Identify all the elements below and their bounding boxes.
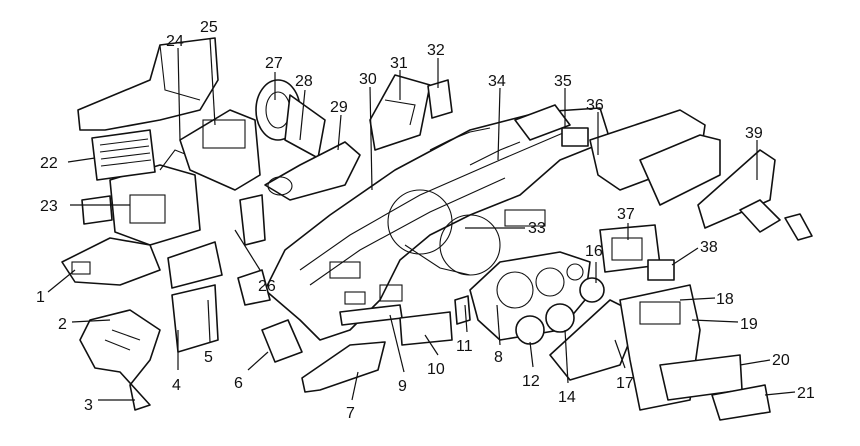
callout-12: 12 — [522, 373, 540, 390]
callout-34: 34 — [488, 73, 506, 90]
callout-17: 17 — [616, 375, 634, 392]
heater-core — [91, 129, 156, 181]
callout-22: 22 — [40, 155, 58, 172]
upper-trim-36 — [589, 109, 721, 206]
cover-6 — [261, 319, 303, 363]
callout-29: 29 — [330, 99, 348, 116]
blower-motor — [255, 79, 326, 159]
callout-6: 6 — [234, 375, 243, 392]
callout-8: 8 — [494, 349, 503, 366]
lower-duct — [79, 309, 161, 411]
callout-18: 18 — [716, 291, 734, 308]
callout-37: 37 — [617, 206, 635, 223]
callout-labels: 1 2 3 4 5 6 7 8 9 10 11 12 14 16 17 18 1… — [36, 19, 815, 422]
callout-1: 1 — [36, 289, 45, 306]
center-console — [619, 284, 771, 421]
callout-19: 19 — [740, 316, 758, 333]
callout-23: 23 — [40, 198, 58, 215]
callout-7: 7 — [346, 405, 355, 422]
callout-33: 33 — [528, 220, 546, 237]
panel-5 — [167, 241, 223, 289]
callout-16: 16 — [585, 243, 603, 260]
gauge-14 — [545, 303, 575, 333]
switch-38 — [647, 259, 675, 281]
callout-14: 14 — [558, 389, 576, 406]
callout-31: 31 — [390, 55, 408, 72]
callout-10: 10 — [427, 361, 445, 378]
callout-38: 38 — [700, 239, 718, 256]
center-vent-duct — [264, 141, 361, 201]
panel-4 — [171, 284, 219, 353]
callout-30: 30 — [359, 71, 377, 88]
callout-21: 21 — [797, 385, 815, 402]
callout-2: 2 — [58, 316, 67, 333]
upper-blower-housing — [77, 37, 261, 191]
callout-3: 3 — [84, 397, 93, 414]
callout-20: 20 — [772, 352, 790, 369]
callout-32: 32 — [427, 42, 445, 59]
callout-24: 24 — [166, 33, 184, 50]
side-vent — [514, 104, 589, 147]
gauge-12 — [515, 315, 545, 345]
center-bracket — [369, 74, 431, 151]
callout-28: 28 — [295, 73, 313, 90]
gauge-16 — [579, 277, 605, 303]
callout-5: 5 — [204, 349, 213, 366]
callout-39: 39 — [745, 125, 763, 142]
callout-26: 26 — [258, 278, 276, 295]
callout-11: 11 — [456, 338, 473, 355]
bracket-26b — [239, 194, 266, 246]
callout-35: 35 — [554, 73, 572, 90]
small-bracket — [427, 79, 453, 119]
callout-27: 27 — [265, 55, 283, 72]
glove-box — [301, 341, 386, 393]
heater-unit — [81, 149, 201, 246]
dashboard-main-panel — [264, 107, 611, 341]
switch-11 — [454, 295, 471, 325]
leader-lines — [47, 37, 796, 401]
callout-25: 25 — [200, 19, 218, 36]
panel-26 — [237, 269, 271, 306]
callout-9: 9 — [398, 378, 407, 395]
side-duct — [61, 237, 161, 286]
callout-36: 36 — [586, 97, 604, 114]
callout-4: 4 — [172, 377, 181, 394]
switch-block-10 — [399, 311, 453, 346]
right-trim-39 — [697, 149, 813, 241]
